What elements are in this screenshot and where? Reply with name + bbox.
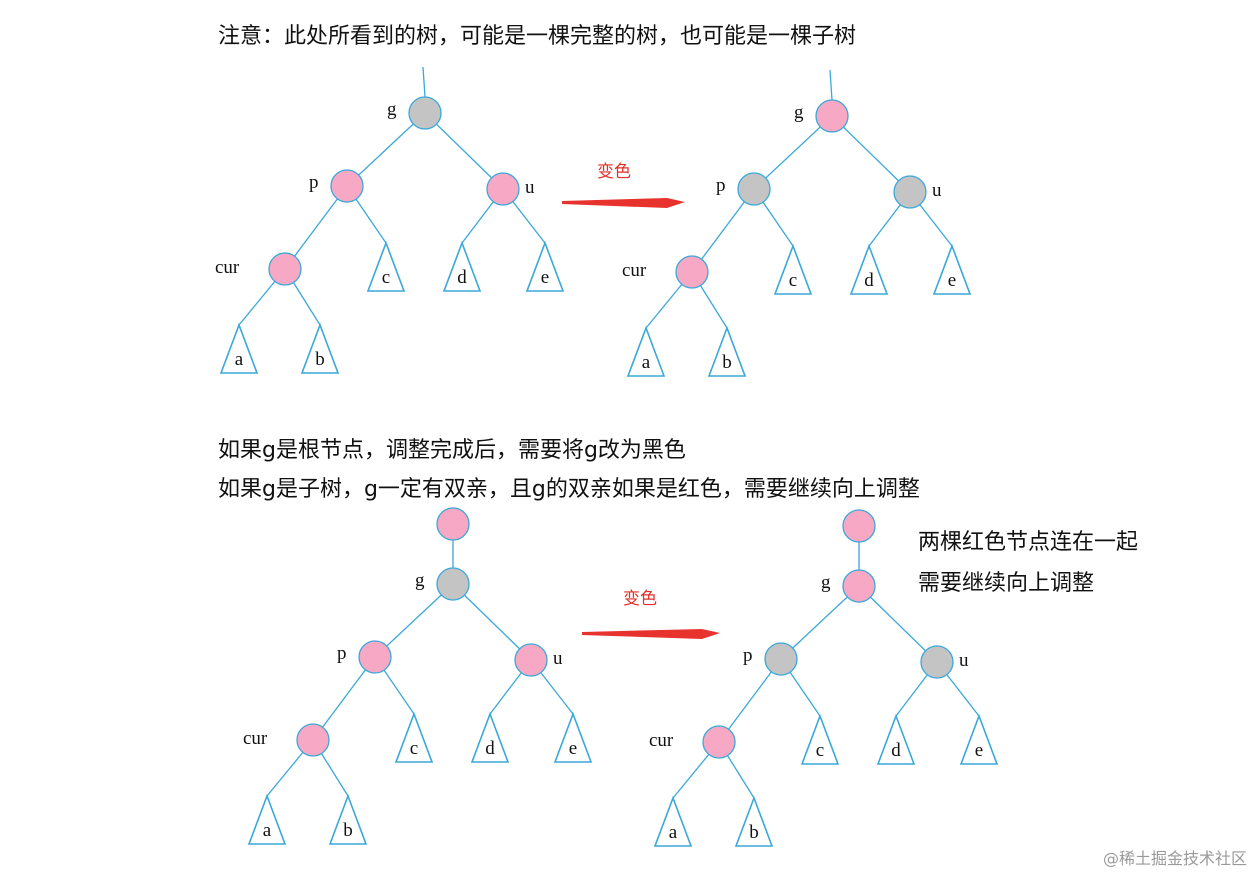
tl-edge-p-cur (284, 185, 348, 270)
bl-subtree-e (553, 711, 593, 763)
bl-subtree-c (394, 711, 434, 763)
tl-subtree-a-label: a (235, 349, 244, 370)
bl-subtree-c-label: c (410, 738, 418, 759)
br-subtree-e (959, 713, 999, 765)
bl-subtree-d-label: d (485, 738, 495, 759)
tr-edge-p-cur (691, 188, 755, 273)
bl-node-p (358, 640, 392, 674)
tr-subtree-e (932, 243, 972, 295)
note-subtree-case: 如果g是子树，g一定有双亲，且g的双亲如果是红色，需要继续向上调整 (218, 477, 920, 502)
br-subtree-e-label: e (975, 740, 983, 761)
tr-label-cur: cur (622, 260, 647, 281)
tr-node-cur (675, 255, 709, 289)
watermark: @稀土掘金技术社区 (1102, 849, 1247, 868)
br-subtree-b-label: b (749, 822, 759, 843)
tl-subtree-d-label: d (457, 267, 467, 288)
br-subtree-c-label: c (816, 740, 824, 761)
tr-subtree-d (849, 243, 889, 295)
tr-node-p (737, 172, 771, 206)
top-arrow-label: 变色 (597, 162, 631, 182)
br-label-p: p (743, 645, 753, 666)
tr-subtree-b (707, 325, 747, 377)
tl-subtree-e (525, 240, 565, 292)
tr-subtree-e-label: e (948, 270, 956, 291)
br-edge-p-cur (718, 658, 782, 743)
bl-subtree-b-label: b (343, 820, 353, 841)
side-note-2: 需要继续向上调整 (918, 571, 1095, 596)
tl-node-g (408, 96, 442, 130)
tl-label-u: u (525, 177, 535, 198)
tl-label-p: p (309, 172, 319, 193)
bl-label-u: u (553, 648, 563, 669)
tr-edge-g-u (831, 115, 911, 193)
tr-subtree-a-label: a (642, 352, 651, 373)
bl-node-u (514, 643, 548, 677)
bl-subtree-a (247, 793, 287, 845)
br-subtree-c (800, 713, 840, 765)
tl-label-cur: cur (215, 257, 240, 278)
tl-edge-up (422, 66, 426, 98)
tl-edge-g-u (424, 112, 504, 190)
bl-subtree-b (328, 793, 368, 845)
br-edge-g-p (780, 585, 860, 660)
note-root-case: 如果g是根节点，调整完成后，需要将g改为黑色 (218, 438, 686, 463)
tr-label-u: u (932, 180, 942, 201)
tr-subtree-c (773, 243, 813, 295)
bl-edge-p-cur (312, 656, 376, 741)
tl-edge-g-p (346, 112, 426, 187)
tl-subtree-c-label: c (382, 267, 390, 288)
tr-subtree-b-label: b (722, 352, 732, 373)
tr-subtree-d-label: d (864, 270, 874, 291)
tl-subtree-d (442, 240, 482, 292)
side-note-1: 两棵红色节点连在一起 (918, 530, 1139, 555)
bl-edge-g-p (374, 583, 454, 658)
br-node-parent (842, 509, 876, 543)
tr-node-g (815, 99, 849, 133)
br-node-cur (702, 725, 736, 759)
bl-label-p: p (337, 643, 347, 664)
tl-label-g: g (387, 99, 397, 120)
tr-label-p: p (716, 175, 726, 196)
bl-node-parent (436, 507, 470, 541)
tl-node-u (486, 172, 520, 206)
tl-subtree-a (219, 322, 259, 374)
br-subtree-d (876, 713, 916, 765)
tl-subtree-e-label: e (541, 267, 549, 288)
bottom-arrow-label: 变色 (623, 589, 657, 609)
bl-node-cur (296, 723, 330, 757)
br-subtree-a (653, 795, 693, 847)
bl-subtree-e-label: e (569, 738, 577, 759)
tl-node-cur (268, 252, 302, 286)
br-label-g: g (821, 572, 831, 593)
br-subtree-b (734, 795, 774, 847)
bl-edge-g-u (452, 583, 532, 661)
top-note: 注意：此处所看到的树，可能是一棵完整的树，也可能是一棵子树 (218, 24, 857, 49)
br-subtree-d-label: d (891, 740, 901, 761)
bl-subtree-a-label: a (263, 820, 272, 841)
bl-subtree-d (470, 711, 510, 763)
tr-subtree-c-label: c (789, 270, 797, 291)
br-node-u (920, 645, 954, 679)
bl-node-g (436, 567, 470, 601)
br-edge-g-u (858, 585, 938, 663)
tl-subtree-c (366, 240, 406, 292)
br-node-p (764, 642, 798, 676)
bottom-arrow (582, 629, 720, 639)
tr-subtree-a (626, 325, 666, 377)
tl-subtree-b-label: b (315, 349, 325, 370)
br-label-cur: cur (649, 730, 674, 751)
br-subtree-a-label: a (669, 822, 678, 843)
bl-label-cur: cur (243, 728, 268, 749)
br-label-u: u (959, 650, 969, 671)
tl-node-p (330, 169, 364, 203)
tr-edge-g-p (753, 115, 833, 190)
tr-edge-up (829, 69, 833, 101)
tr-node-u (893, 175, 927, 209)
tr-label-g: g (794, 102, 804, 123)
br-node-g (842, 569, 876, 603)
tl-subtree-b (300, 322, 340, 374)
top-arrow (562, 198, 685, 208)
bl-label-g: g (415, 570, 425, 591)
